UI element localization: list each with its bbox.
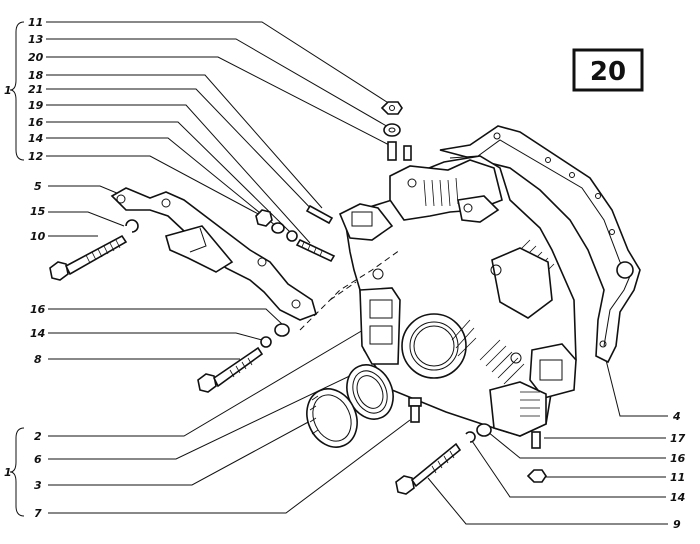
leader-15: 15: [30, 205, 125, 227]
leader-16-mid: 16: [30, 303, 284, 326]
leader-11-top: 11: [28, 16, 391, 105]
label-11-top: 11: [28, 16, 43, 29]
label-16-mid: 16: [30, 303, 46, 316]
bolt-8: [197, 346, 264, 393]
label-16-right: 16: [670, 452, 686, 465]
leader-9: 9: [427, 477, 681, 531]
leader-5: 5: [34, 180, 125, 197]
stud-18-21: [295, 204, 336, 263]
leader-16-right: 16: [487, 431, 686, 465]
leader-17: 17: [544, 432, 686, 445]
label-9: 9: [673, 518, 681, 531]
group-label-bottom: 1: [4, 466, 12, 479]
label-3: 3: [34, 479, 42, 492]
label-10: 10: [30, 230, 46, 243]
leader-14-top: 14: [28, 132, 277, 227]
timing-cover-housing: [338, 155, 577, 437]
label-21: 21: [28, 83, 43, 96]
leader-20: 20: [28, 51, 396, 149]
label-20: 20: [28, 51, 44, 64]
label-15: 15: [30, 205, 46, 218]
leader-12: 12: [28, 150, 263, 217]
group-brace-bottom: 1: [4, 427, 25, 517]
stud-20: [387, 141, 412, 161]
label-13: 13: [28, 33, 44, 46]
leader-13: 13: [28, 33, 391, 129]
washers-16-14-right: [465, 423, 492, 443]
leader-16-top: 16: [28, 116, 291, 233]
bolt-10: [49, 234, 128, 281]
label-4: 4: [672, 410, 681, 423]
label-14-right: 14: [670, 491, 685, 504]
leader-14-mid: 14: [30, 327, 263, 341]
label-16-top: 16: [28, 116, 44, 129]
label-8: 8: [34, 353, 42, 366]
alignment-dashes: [299, 249, 401, 331]
washers-16-14-mid: [260, 323, 290, 348]
nut-11-right: [526, 469, 547, 483]
seal-ring-large: [346, 364, 394, 420]
label-18: 18: [28, 69, 44, 82]
leader-21: 21: [28, 83, 319, 217]
bracket-part: [110, 187, 317, 321]
label-6: 6: [34, 453, 42, 466]
bolt-9: [395, 442, 462, 495]
label-12: 12: [28, 150, 44, 163]
leader-4: 4: [605, 359, 681, 423]
washer-13: [383, 123, 401, 137]
group-label-top: 1: [4, 84, 12, 97]
leader-11-right: 11: [546, 471, 685, 484]
seal-ring-small: [306, 388, 358, 448]
label-14-top: 14: [28, 132, 43, 145]
leader-8: 8: [34, 353, 240, 366]
leader-14-right: 14: [469, 437, 685, 504]
group-brace-top: 1: [4, 21, 25, 161]
washer-15: [125, 219, 139, 233]
leader-18: 18: [28, 69, 323, 209]
label-11-right: 11: [670, 471, 685, 484]
label-14-mid: 14: [30, 327, 45, 340]
washers-12-14-16: [255, 209, 298, 242]
label-17: 17: [670, 432, 686, 445]
label-19: 19: [28, 99, 44, 112]
leader-10: 10: [30, 230, 98, 243]
label-5: 5: [34, 180, 42, 193]
leader-19: 19: [28, 99, 311, 244]
gasket-part: [439, 125, 641, 364]
leader-7: 7: [34, 419, 411, 520]
leader-6: 6: [34, 371, 359, 466]
label-7: 7: [34, 507, 42, 520]
figure-number-badge: 20: [572, 48, 644, 92]
stud-17: [531, 431, 541, 449]
nut-11-top: [380, 101, 403, 115]
bolt-7: [408, 397, 422, 423]
figure-number: 20: [590, 57, 626, 87]
label-2: 2: [34, 430, 42, 443]
leader-3: 3: [34, 419, 313, 492]
leader-2: 2: [34, 319, 381, 443]
